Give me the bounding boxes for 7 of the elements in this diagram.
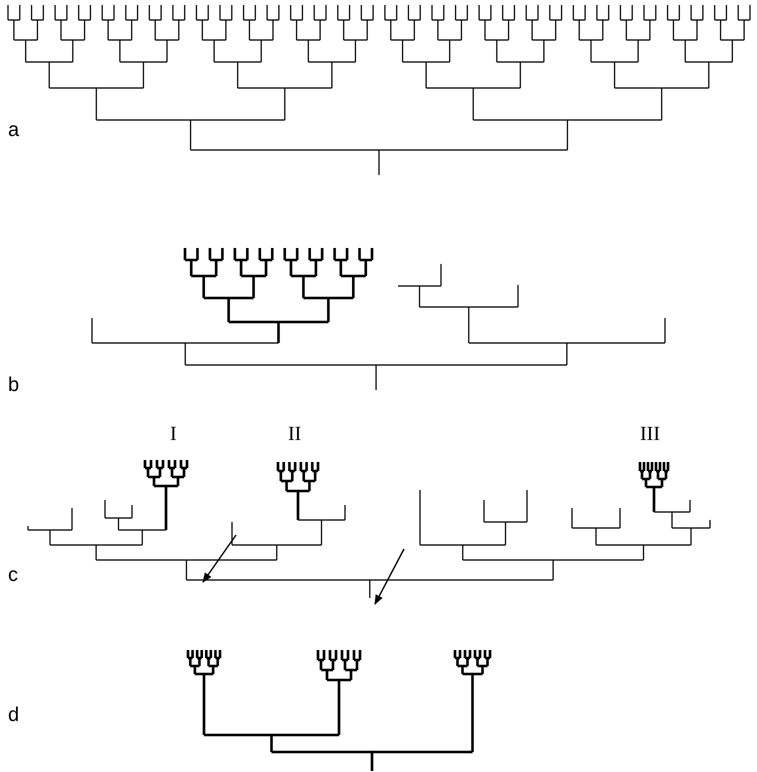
clade-label: II [288, 424, 302, 444]
panel-letter: b [8, 375, 20, 395]
panel-letter: d [8, 705, 20, 725]
clade-label: I [170, 424, 177, 444]
panel-letter: a [8, 120, 20, 140]
clade-label: III [640, 424, 660, 444]
panel-letter: c [8, 565, 18, 585]
